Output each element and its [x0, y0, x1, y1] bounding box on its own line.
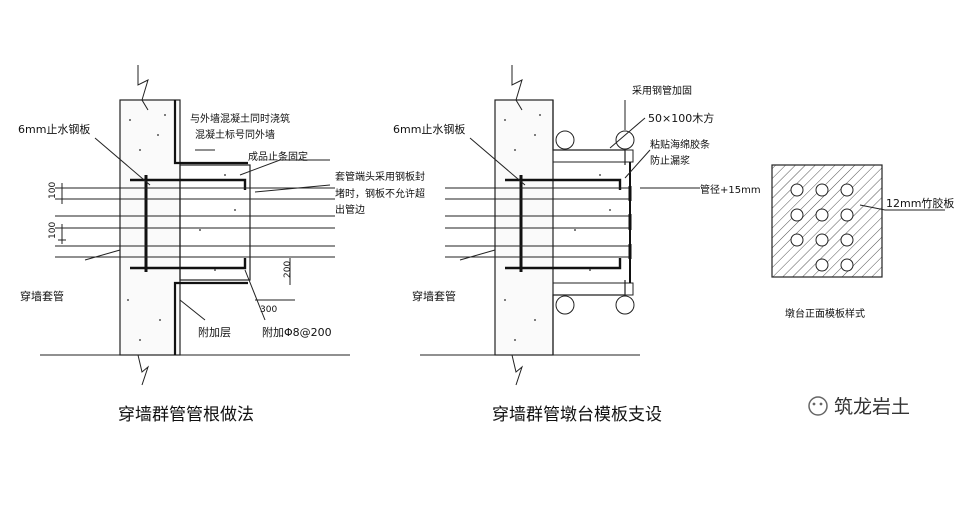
label-pour-note-1: 与外墙混凝土同时浇筑	[190, 112, 290, 125]
steel-pipe-circle-3	[555, 295, 575, 315]
leaders-left	[84, 137, 331, 321]
label-rebar: 附加Φ8@200	[262, 325, 332, 339]
break-line-bottom-middle	[511, 354, 524, 386]
label-sleeve-left: 穿墙套管	[20, 289, 64, 303]
timber-top	[552, 149, 634, 163]
label-seal-note-3: 出管边	[335, 203, 365, 216]
middle-diagram: 采用钢管加固 50×100木方 6mm止水钢板 粘贴海绵胶条 防止漏浆 管径+1…	[393, 65, 761, 425]
formwork-top	[552, 100, 626, 165]
timber-bottom	[552, 282, 634, 296]
caption-right: 墩台正面模板样式	[785, 307, 865, 320]
caption-middle: 穿墙群管墩台模板支设	[492, 405, 662, 425]
dimension-lines-left	[58, 183, 295, 301]
label-sleeve-middle: 穿墙套管	[412, 289, 456, 303]
dim-100-bottom: 100	[48, 222, 58, 239]
dim-200: 200	[283, 261, 293, 278]
label-fix-note: 成品止条固定	[248, 150, 308, 163]
dim-100-top: 100	[48, 182, 58, 199]
leader-plate	[859, 204, 945, 211]
label-pour-note-2: 混凝土标号同外墙	[195, 128, 275, 141]
label-steel-pipe: 采用钢管加固	[632, 84, 692, 97]
pipes	[55, 187, 335, 258]
watermark-text: 筑龙岩土	[834, 396, 910, 418]
pier-block	[179, 164, 251, 281]
right-diagram: 12mm竹胶板 墩台正面模板样式	[771, 164, 954, 320]
pipe-holes	[790, 183, 854, 272]
label-waterstop-plate-left: 6mm止水钢板	[18, 122, 90, 136]
break-line-top-middle	[511, 65, 523, 111]
break-line-top	[137, 65, 149, 111]
rebar-bottom	[130, 258, 247, 270]
leaders-middle	[459, 100, 700, 261]
label-additional-layer: 附加层	[198, 325, 231, 339]
formwork-face	[771, 164, 883, 278]
steel-pipe-circle-4	[615, 295, 635, 315]
label-sponge-2: 防止漏浆	[650, 154, 690, 167]
label-seal-note-1: 套管端头采用钢板封	[335, 170, 425, 183]
pipes-middle	[445, 187, 630, 258]
concrete-texture-middle	[504, 114, 611, 341]
label-bamboo-plate: 12mm竹胶板	[886, 196, 954, 210]
label-waterstop-plate-middle: 6mm止水钢板	[393, 122, 465, 136]
rebar-top-middle	[505, 178, 622, 190]
additional-layer-line-bottom	[173, 281, 248, 355]
rebar-bottom-middle	[505, 258, 622, 270]
label-pipe-dia: 管径+15mm	[700, 183, 761, 196]
steel-pipe-circle-2	[615, 130, 635, 150]
left-diagram: 6mm止水钢板 与外墙混凝土同时浇筑 混凝土标号同外墙 成品止条固定 套管端头采…	[18, 65, 425, 425]
steel-pipe-circle-1	[555, 130, 575, 150]
label-timber: 50×100木方	[648, 111, 714, 125]
dim-300: 300	[260, 305, 277, 315]
additional-layer-line	[173, 100, 248, 165]
caption-left: 穿墙群管管根做法	[118, 405, 254, 425]
rebar-top	[130, 178, 247, 190]
label-seal-note-2: 堵时，钢板不允许超	[335, 187, 425, 200]
formwork-bottom	[552, 280, 626, 355]
concrete-texture	[127, 114, 236, 341]
watermark: 筑龙岩土	[808, 396, 910, 418]
label-sponge-1: 粘贴海绵胶条	[650, 138, 710, 151]
break-line-bottom	[137, 354, 150, 386]
wechat-icon	[808, 396, 828, 416]
